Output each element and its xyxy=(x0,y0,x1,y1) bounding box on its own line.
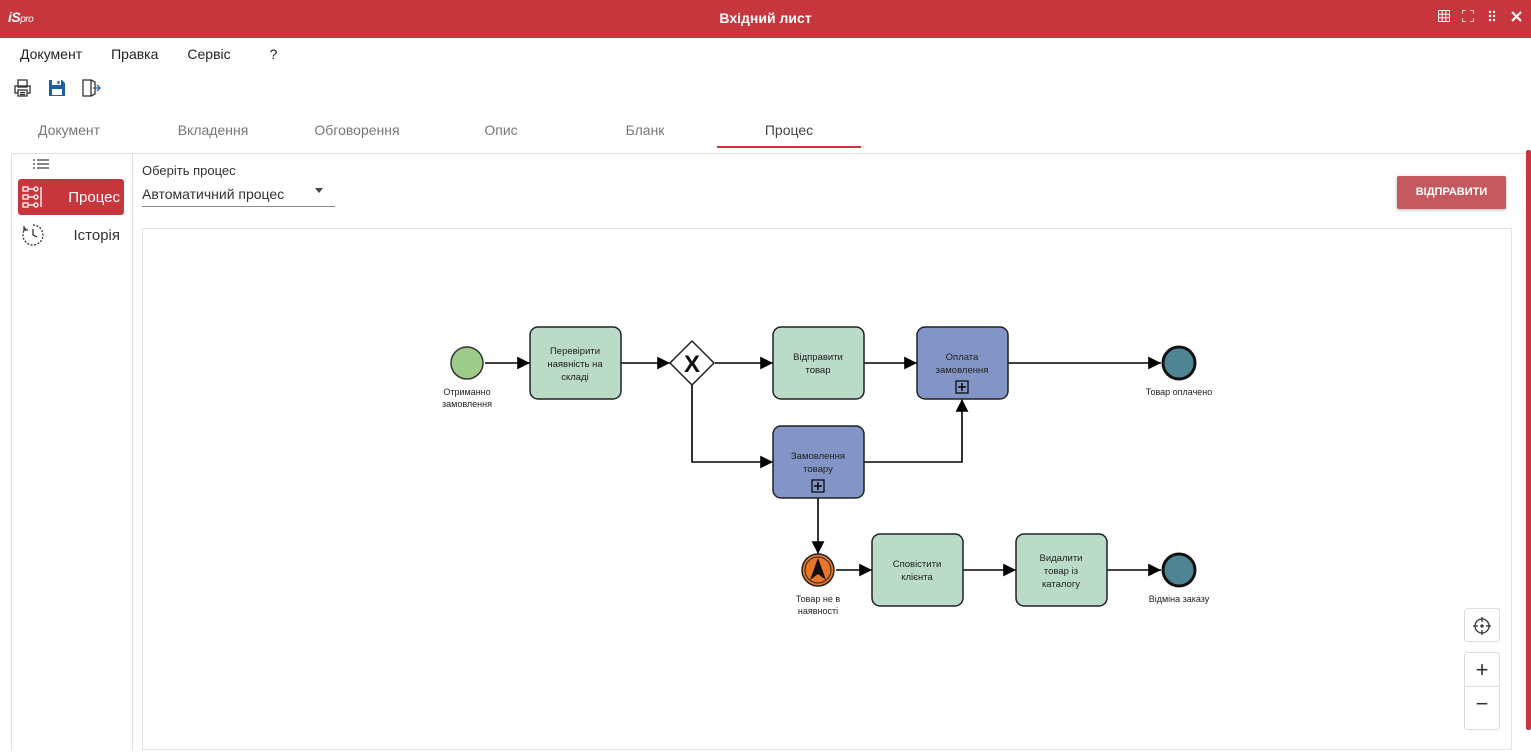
send-button[interactable]: ВІДПРАВИТИ xyxy=(1397,176,1506,209)
tab-attachments[interactable]: Вкладення xyxy=(177,122,249,138)
exclusive-gateway[interactable]: X xyxy=(668,339,716,387)
svg-text:Відміна заказу: Відміна заказу xyxy=(1149,594,1210,604)
task-notify-client[interactable]: Сповістити клієнта xyxy=(871,533,964,607)
svg-text:Оплата: Оплата xyxy=(946,352,979,363)
drag-handle-icon[interactable] xyxy=(1485,9,1499,27)
process-select-label: Оберіть процес xyxy=(142,163,236,178)
process-icon xyxy=(21,185,45,209)
process-select-value: Автоматичний процес xyxy=(142,186,285,202)
close-icon[interactable] xyxy=(1509,9,1523,27)
history-icon xyxy=(21,223,45,247)
recenter-control xyxy=(1464,608,1500,642)
process-select[interactable]: Автоматичний процес xyxy=(142,183,335,207)
svg-text:Відправити: Відправити xyxy=(793,352,843,363)
flow-order-payment xyxy=(864,399,969,463)
task-delete-goods[interactable]: Видалити товар із каталогу xyxy=(1015,533,1108,607)
task-send-goods[interactable]: Відправити товар xyxy=(772,326,865,400)
menu-edit[interactable]: Правка xyxy=(111,46,159,62)
svg-text:клієнта: клієнта xyxy=(901,572,933,583)
app-logo: iSpro xyxy=(8,9,34,25)
svg-text:Перевірити: Перевірити xyxy=(550,346,600,357)
end-event-paid[interactable]: Товар оплачено xyxy=(1146,345,1213,397)
menu-document[interactable]: Документ xyxy=(20,46,83,62)
svg-text:замовлення: замовлення xyxy=(936,365,989,376)
zoom-out-button[interactable]: − xyxy=(1475,691,1489,716)
exit-icon[interactable] xyxy=(80,76,102,100)
bpmn-diagram: Отриманно замовлення Перевірити наявніст… xyxy=(442,326,1213,616)
menu-bar: Документ Правка Сервіс ? xyxy=(0,38,286,70)
zoom-in-button[interactable]: + xyxy=(1465,653,1499,687)
svg-text:замовлення: замовлення xyxy=(442,399,492,409)
flow-gateway-order xyxy=(691,385,773,469)
scrollbar[interactable] xyxy=(1526,150,1531,730)
sidebar-item-history[interactable]: Історія xyxy=(18,217,124,253)
svg-text:каталогу: каталогу xyxy=(1042,579,1080,590)
end-event-cancel[interactable]: Відміна заказу xyxy=(1149,552,1210,604)
menu-help[interactable]: ? xyxy=(269,46,278,62)
tab-discussion[interactable]: Обговорення xyxy=(314,122,400,138)
svg-text:товару: товару xyxy=(803,464,833,475)
menu-service[interactable]: Сервіс xyxy=(187,46,231,62)
fullscreen-icon[interactable] xyxy=(1461,9,1475,27)
grid-icon[interactable] xyxy=(1437,9,1451,27)
toolbar xyxy=(12,76,102,100)
svg-text:Сповістити: Сповістити xyxy=(893,559,942,570)
svg-text:X: X xyxy=(684,351,700,378)
svg-text:товар із: товар із xyxy=(1044,566,1078,577)
tab-description[interactable]: Опис xyxy=(484,122,518,138)
tab-document[interactable]: Документ xyxy=(37,122,101,138)
sidebar-item-label: Історія xyxy=(73,226,120,244)
svg-text:Товар оплачено: Товар оплачено xyxy=(1146,387,1213,397)
start-event[interactable]: Отриманно замовлення xyxy=(442,346,492,409)
svg-text:товар: товар xyxy=(805,365,830,376)
zoom-control: + − xyxy=(1464,652,1500,730)
chevron-down-icon xyxy=(315,188,323,193)
title-bar: iSpro Вхідний лист xyxy=(0,0,1531,38)
print-icon[interactable] xyxy=(12,76,34,100)
process-diagram-canvas[interactable]: Отриманно замовлення Перевірити наявніст… xyxy=(142,228,1512,750)
svg-text:Замовлення: Замовлення xyxy=(791,451,845,462)
save-icon[interactable] xyxy=(46,76,68,100)
target-icon[interactable] xyxy=(1465,609,1499,643)
tab-bar: Документ Вкладення Обговорення Опис Блан… xyxy=(0,116,1531,148)
sequence-flows xyxy=(485,356,1161,577)
side-panel: Процес Історія xyxy=(11,153,133,750)
svg-text:Отриманно: Отриманно xyxy=(443,387,490,397)
tab-process[interactable]: Процес xyxy=(717,116,861,148)
subprocess-order-goods[interactable]: Замовлення товару xyxy=(772,425,865,499)
list-toggle-icon[interactable] xyxy=(32,157,50,171)
svg-text:Товар не в: Товар не в xyxy=(796,594,840,604)
sidebar-item-process[interactable]: Процес xyxy=(18,179,124,215)
svg-text:складі: складі xyxy=(561,372,589,383)
event-not-available[interactable]: Товар не в наявності xyxy=(796,553,840,616)
subprocess-payment[interactable]: Оплата замовлення xyxy=(916,326,1009,400)
sidebar-item-label: Процес xyxy=(68,188,120,206)
window-title: Вхідний лист xyxy=(719,10,812,26)
svg-text:наявність на: наявність на xyxy=(547,359,603,370)
svg-text:Видалити: Видалити xyxy=(1040,553,1083,564)
task-check-stock[interactable]: Перевірити наявність на складі xyxy=(529,326,622,400)
tab-form[interactable]: Бланк xyxy=(625,122,665,138)
svg-text:наявності: наявності xyxy=(798,606,838,616)
